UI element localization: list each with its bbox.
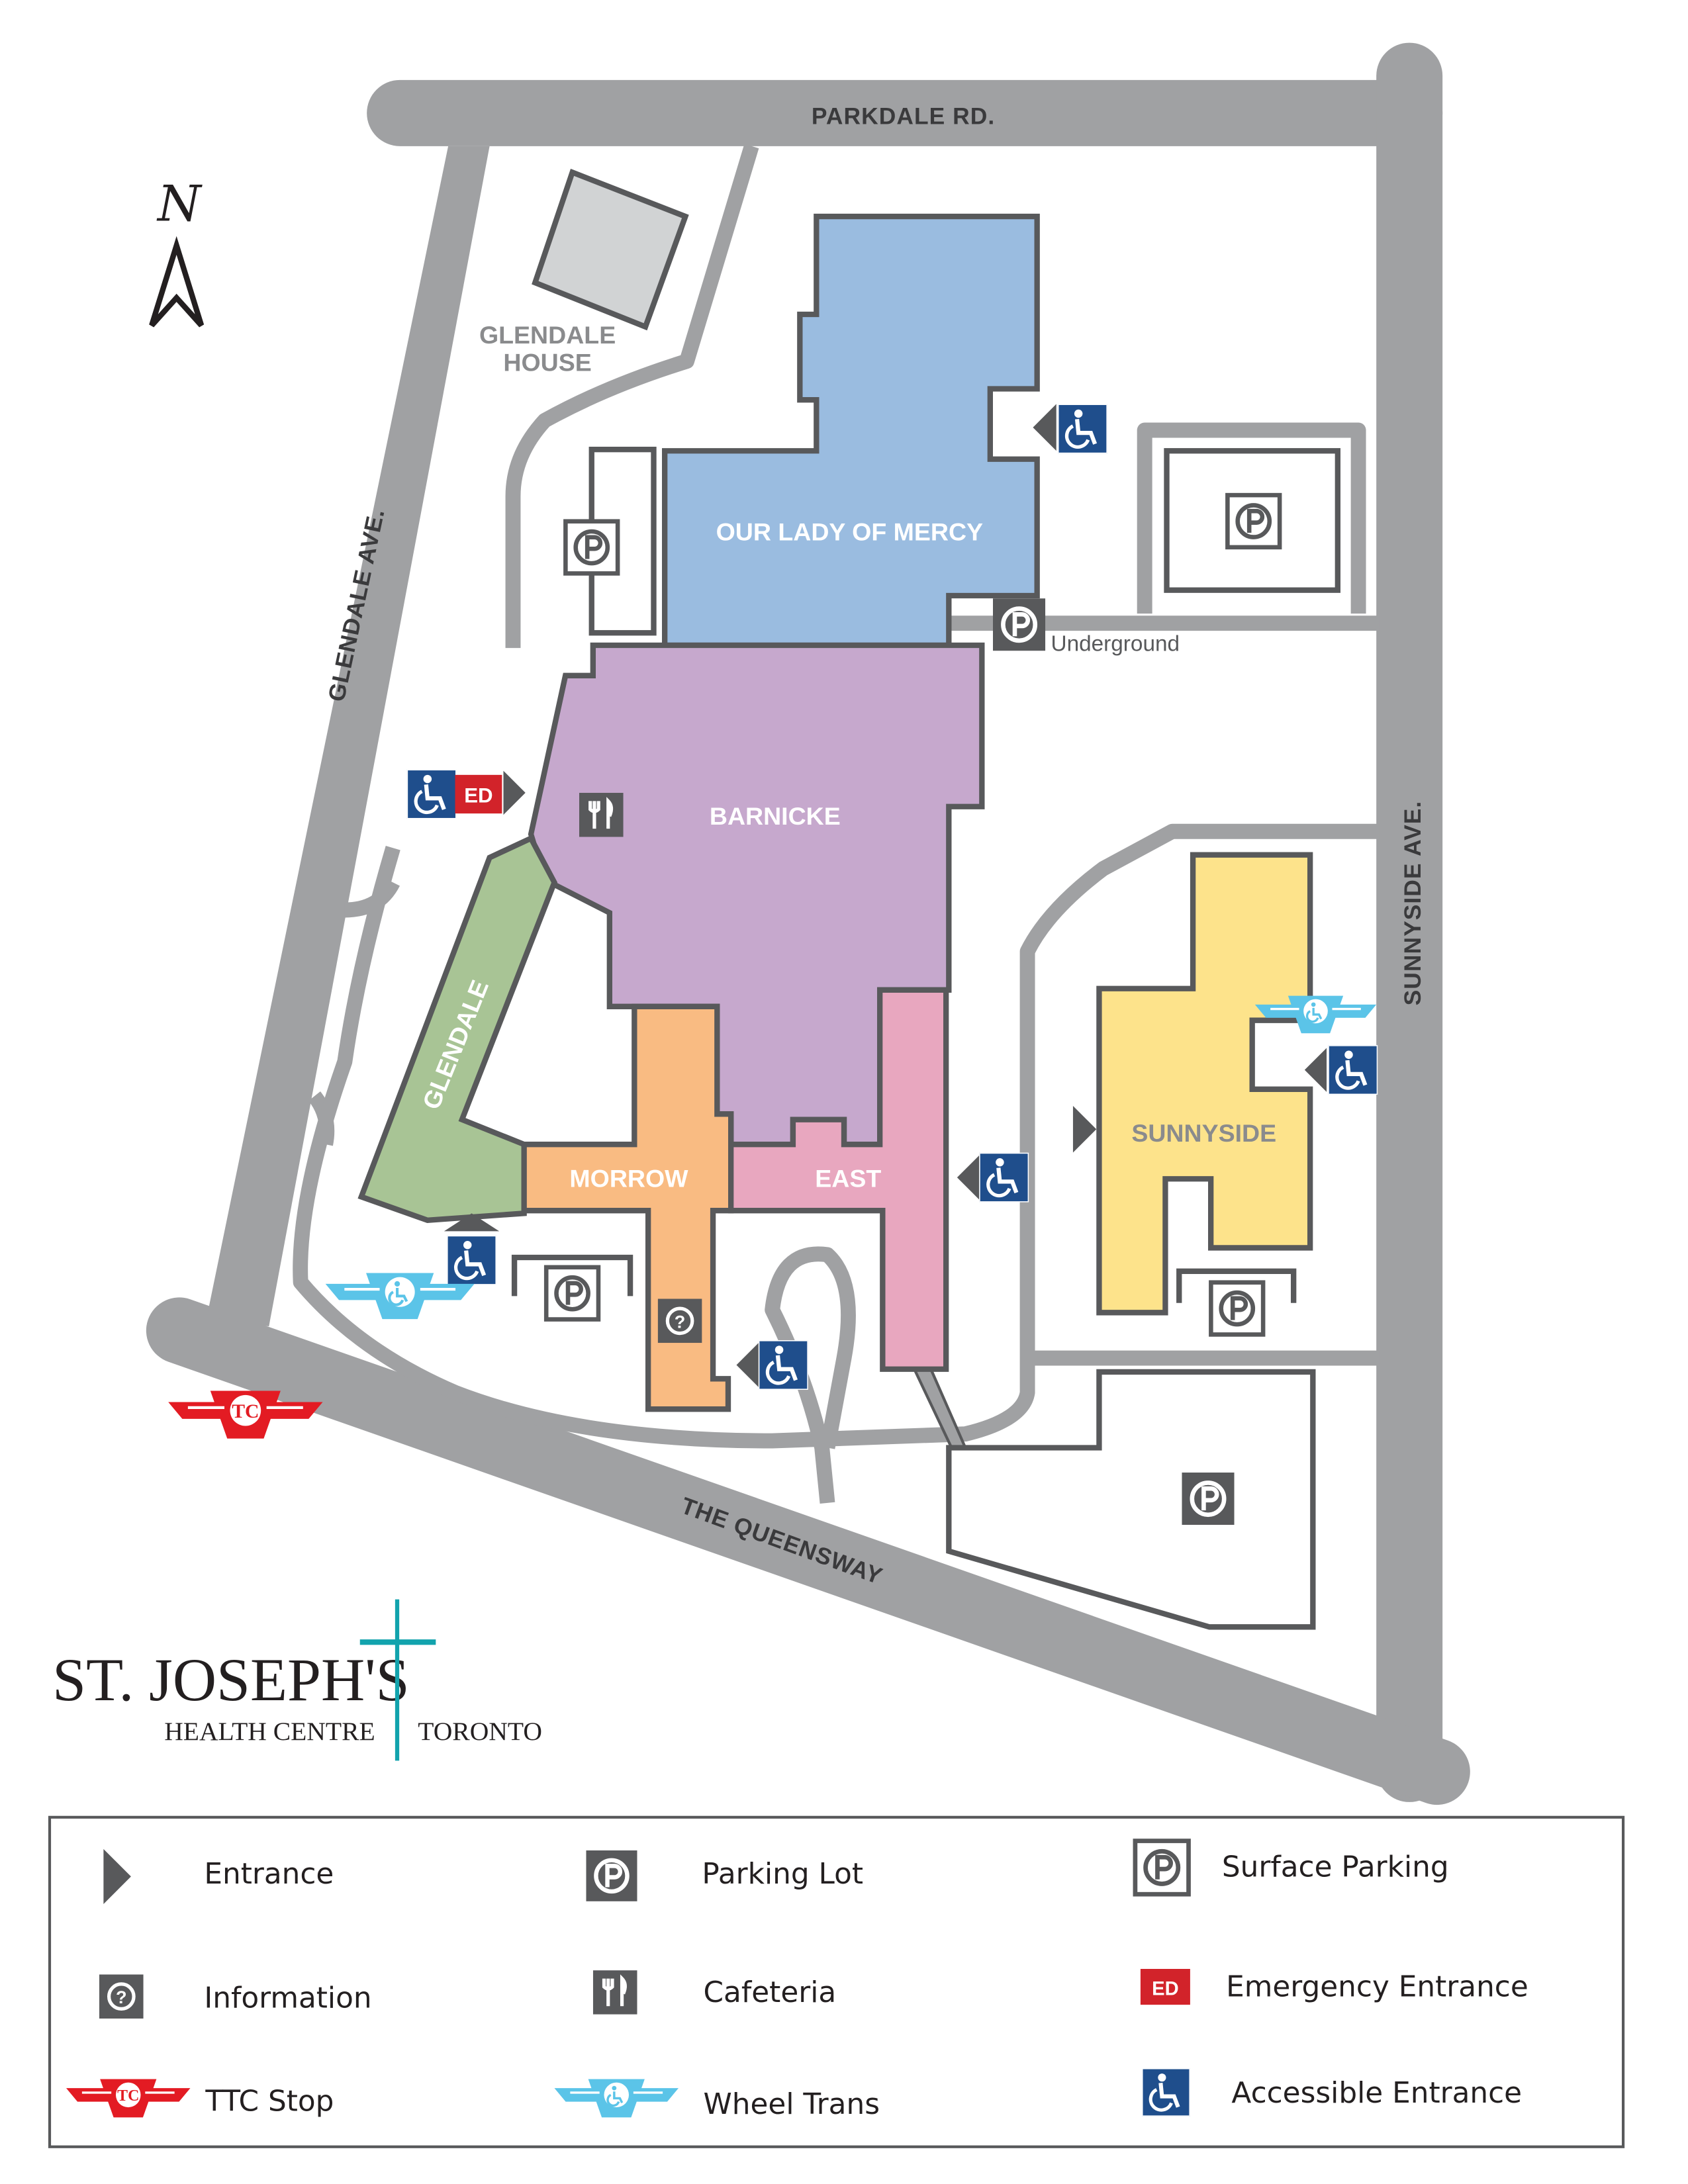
building-sunnyside[interactable]: [1096, 852, 1313, 1316]
cafeteria-icon[interactable]: [579, 793, 624, 837]
entrance-icon[interactable]: [957, 1155, 980, 1200]
legend-box: [48, 1815, 1625, 2148]
legend-entrance: Entrance: [204, 1857, 334, 1891]
legend-cafeteria-icon: [593, 1970, 637, 2015]
surface-parking-icon[interactable]: [565, 522, 618, 574]
legend-emergency-icon: [1140, 1969, 1190, 2005]
information-icon[interactable]: [658, 1299, 702, 1343]
logo-name: ST. JOSEPH'S: [52, 1646, 409, 1713]
roads: [146, 42, 1470, 1805]
entrance-icon[interactable]: [503, 770, 526, 815]
surface-parking-icon[interactable]: [1211, 1283, 1263, 1335]
parkdale-road-label: PARKDALE RD.: [812, 103, 995, 130]
buildings: [357, 168, 1313, 1412]
accessible-entrance-icon[interactable]: [759, 1340, 808, 1390]
parking-lot-southeast: [946, 1369, 1316, 1630]
accessible-entrance-icon[interactable]: [447, 1236, 496, 1285]
building-morrow[interactable]: [521, 1003, 734, 1412]
legend-cafeteria: Cafeteria: [704, 1976, 837, 2009]
building-glendale-house[interactable]: [532, 168, 689, 331]
surface-parking-icon[interactable]: [1227, 495, 1280, 547]
legend-parking-lot-icon: [586, 1850, 637, 1901]
parking-lot-icon[interactable]: [993, 598, 1045, 651]
legend-information: Information: [204, 1981, 371, 2015]
sunnyside-avenue-label: SUNNYSIDE AVE.: [1399, 801, 1426, 1006]
entrance-icon[interactable]: [1033, 404, 1056, 451]
legend-parking-lot: Parking Lot: [702, 1857, 863, 1891]
legend-ttc-stop: TTC Stop: [205, 2085, 334, 2118]
building-east[interactable]: [728, 987, 949, 1372]
north-letter: N: [156, 174, 203, 232]
accessible-entrance-icon[interactable]: [407, 770, 457, 819]
underground-label: Underground: [1051, 631, 1180, 656]
building-our-lady-of-mercy[interactable]: [662, 213, 1040, 649]
north-arrow-icon: [149, 236, 205, 328]
morrow-label: MORROW: [569, 1165, 688, 1193]
accessible-entrance-icon[interactable]: [979, 1153, 1029, 1203]
glendale-house-label-line2: HOUSE: [503, 348, 591, 376]
barnicke-label: BARNICKE: [710, 802, 841, 830]
legend-information-icon: [99, 1974, 144, 2019]
glendale-house-label-line1: GLENDALE: [479, 321, 616, 349]
parking-lot-icon[interactable]: [1182, 1473, 1234, 1525]
our-lady-of-mercy-label: OUR LADY OF MERCY: [716, 518, 984, 546]
legend-surface-parking-icon: [1135, 1841, 1189, 1895]
legend-wheel-trans: Wheel Trans: [704, 2087, 880, 2121]
emergency-entrance-badge[interactable]: [455, 774, 502, 814]
parking-areas: [511, 447, 1340, 1630]
accessible-entrance-icon[interactable]: [1328, 1045, 1378, 1095]
accessible-entrance-icon[interactable]: [1058, 404, 1107, 453]
st-josephs-logo: ST. JOSEPH'S HEALTH CENTRE TORONTO: [52, 1599, 542, 1761]
sunnyside-label: SUNNYSIDE: [1131, 1119, 1276, 1147]
logo-city: TORONTO: [418, 1717, 542, 1746]
legend-accessible-entrance: Accessible Entrance: [1231, 2076, 1522, 2110]
east-label: EAST: [815, 1165, 881, 1193]
entrance-icon[interactable]: [1304, 1048, 1327, 1092]
north-arrow: N: [149, 174, 205, 328]
emergency-entrance-label: ED: [464, 784, 492, 807]
entrance-icon[interactable]: [736, 1343, 759, 1387]
legend: Entrance Parking Lot Surface Parking Inf…: [48, 1815, 1625, 2148]
entrance-icon[interactable]: [444, 1213, 500, 1232]
glendale-avenue: [207, 146, 490, 1327]
legend-accessible-icon: [1142, 2068, 1190, 2116]
logo-subtitle: HEALTH CENTRE: [164, 1717, 375, 1746]
surface-parking-icon[interactable]: [546, 1267, 598, 1320]
map-markers: Underground ED: [168, 404, 1378, 1525]
legend-ed-badge-text: ED: [1152, 1979, 1179, 2000]
legend-emergency-entrance: Emergency Entrance: [1226, 1970, 1528, 2004]
queensway-road: [146, 1297, 1470, 1805]
legend-surface-parking: Surface Parking: [1222, 1850, 1449, 1884]
entrance-icon[interactable]: [1072, 1105, 1097, 1153]
